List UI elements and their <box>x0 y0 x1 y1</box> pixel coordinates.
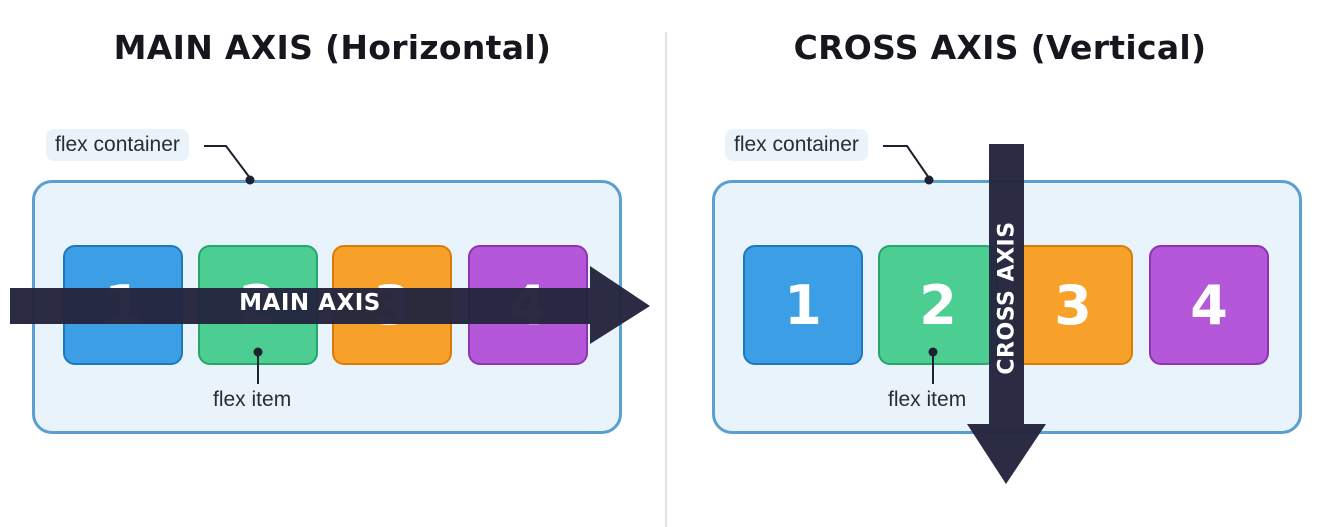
container-leader-line <box>883 145 930 179</box>
flex-item-2: 2 <box>878 245 998 365</box>
container-leader-line <box>204 145 251 179</box>
main-axis-panel: MAIN AXIS (Horizontal) 1 2 3 4 MAIN AXIS… <box>0 0 665 527</box>
main-axis-title: MAIN AXIS (Horizontal) <box>113 28 552 67</box>
callout-leader-lines <box>883 145 938 384</box>
cross-axis-arrow <box>967 144 1046 484</box>
panel-divider <box>665 32 667 527</box>
callout-leader-lines <box>204 145 263 384</box>
flex-item-callout: flex item <box>204 384 301 416</box>
container-anchor-dot <box>245 175 255 185</box>
container-anchor-dot <box>924 175 934 185</box>
cross-axis-arrow-label: CROSS AXIS <box>994 221 1020 375</box>
main-axis-arrow-label: MAIN AXIS <box>239 290 381 316</box>
item-anchor-dot <box>928 347 938 357</box>
flex-container-callout: flex container <box>725 129 868 161</box>
flex-item-1: 1 <box>743 245 863 365</box>
item-anchor-dot <box>253 347 263 357</box>
flex-item-4: 4 <box>1149 245 1269 365</box>
main-axis-arrow <box>10 266 650 344</box>
flex-container-callout: flex container <box>46 129 189 161</box>
cross-axis-title: CROSS AXIS (Vertical) <box>793 28 1207 67</box>
flex-item-callout: flex item <box>879 384 976 416</box>
cross-axis-panel: CROSS AXIS (Vertical) 1 2 3 4 CROSS AXIS… <box>667 0 1333 527</box>
flex-item-3: 3 <box>1013 245 1133 365</box>
